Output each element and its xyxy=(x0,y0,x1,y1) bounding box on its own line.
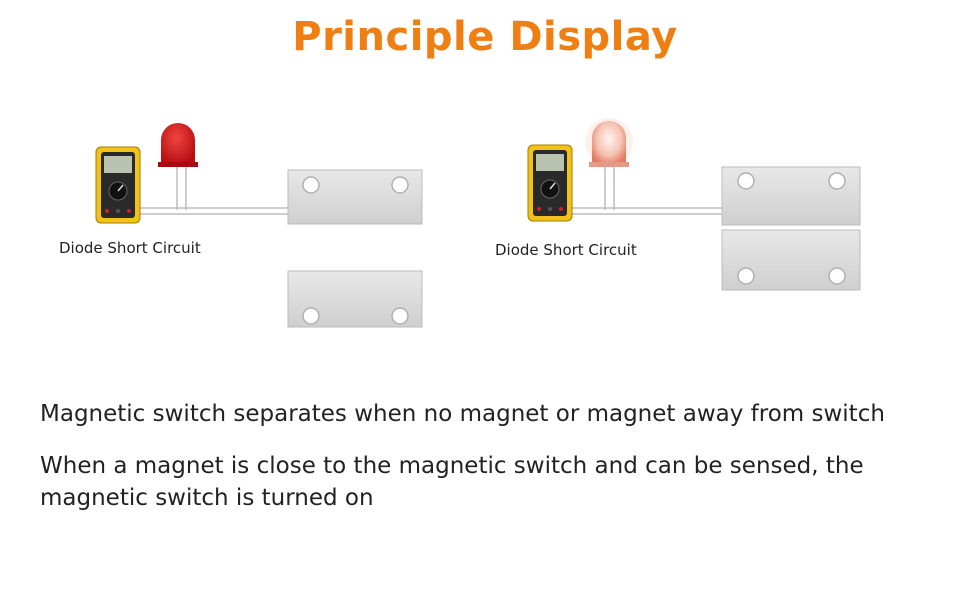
left-circuit xyxy=(95,123,423,328)
page-title: Principle Display xyxy=(292,14,678,60)
wire xyxy=(135,165,288,215)
magnet-plate xyxy=(721,229,861,291)
description-line-1: Magnetic switch separates when no magnet… xyxy=(40,401,885,427)
right-circuit xyxy=(527,118,861,291)
right-caption: Diode Short Circuit xyxy=(495,241,637,259)
reed-switch-plate xyxy=(721,166,861,226)
led-on-icon xyxy=(585,118,633,167)
multimeter-icon xyxy=(527,144,573,222)
led-off-icon xyxy=(158,123,198,167)
left-caption: Diode Short Circuit xyxy=(59,239,201,257)
principle-diagram xyxy=(95,118,861,328)
magnet-plate xyxy=(287,270,423,328)
multimeter-icon xyxy=(95,146,141,224)
description-line-2: When a magnet is close to the magnetic s… xyxy=(40,453,864,479)
wire xyxy=(567,165,722,215)
description-line-3: magnetic switch is turned on xyxy=(40,485,374,511)
reed-switch-plate xyxy=(287,169,423,225)
